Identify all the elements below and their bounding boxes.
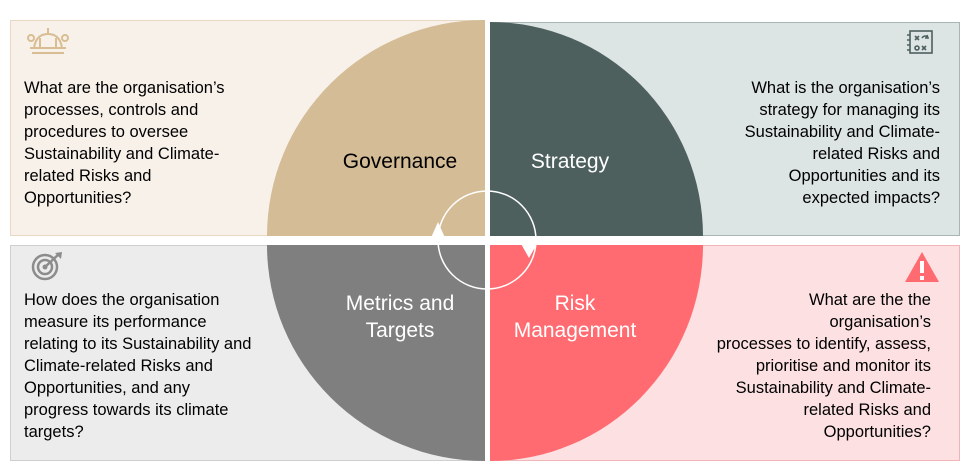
center-ring bbox=[437, 190, 537, 290]
governance-label: Governance bbox=[343, 150, 457, 173]
strategy-label: Strategy bbox=[531, 150, 610, 173]
metrics-label-line2: Targets bbox=[366, 319, 435, 342]
strategy-question: What is the organisation’s strategy for … bbox=[744, 79, 940, 207]
governance-question: What are the organisation’s processes, c… bbox=[24, 79, 225, 207]
down-arrow-icon bbox=[520, 242, 538, 258]
risk-quadrant bbox=[490, 245, 703, 461]
warning-icon bbox=[905, 252, 939, 282]
risk-question: What are the the organisation’s processe… bbox=[716, 291, 931, 441]
up-arrow-icon bbox=[430, 222, 446, 240]
strategy-quadrant bbox=[490, 22, 703, 236]
metrics-question: How does the organisation measure its pe… bbox=[24, 291, 252, 441]
strategy-board-icon bbox=[907, 30, 933, 54]
governance-quadrant bbox=[267, 20, 485, 236]
target-icon bbox=[31, 252, 62, 281]
metrics-quadrant bbox=[267, 245, 485, 461]
risk-label-line2: Management bbox=[514, 319, 637, 342]
government-building-icon bbox=[27, 28, 69, 54]
metrics-label-line1: Metrics and bbox=[346, 292, 455, 315]
risk-label-line1: Risk bbox=[555, 292, 596, 315]
